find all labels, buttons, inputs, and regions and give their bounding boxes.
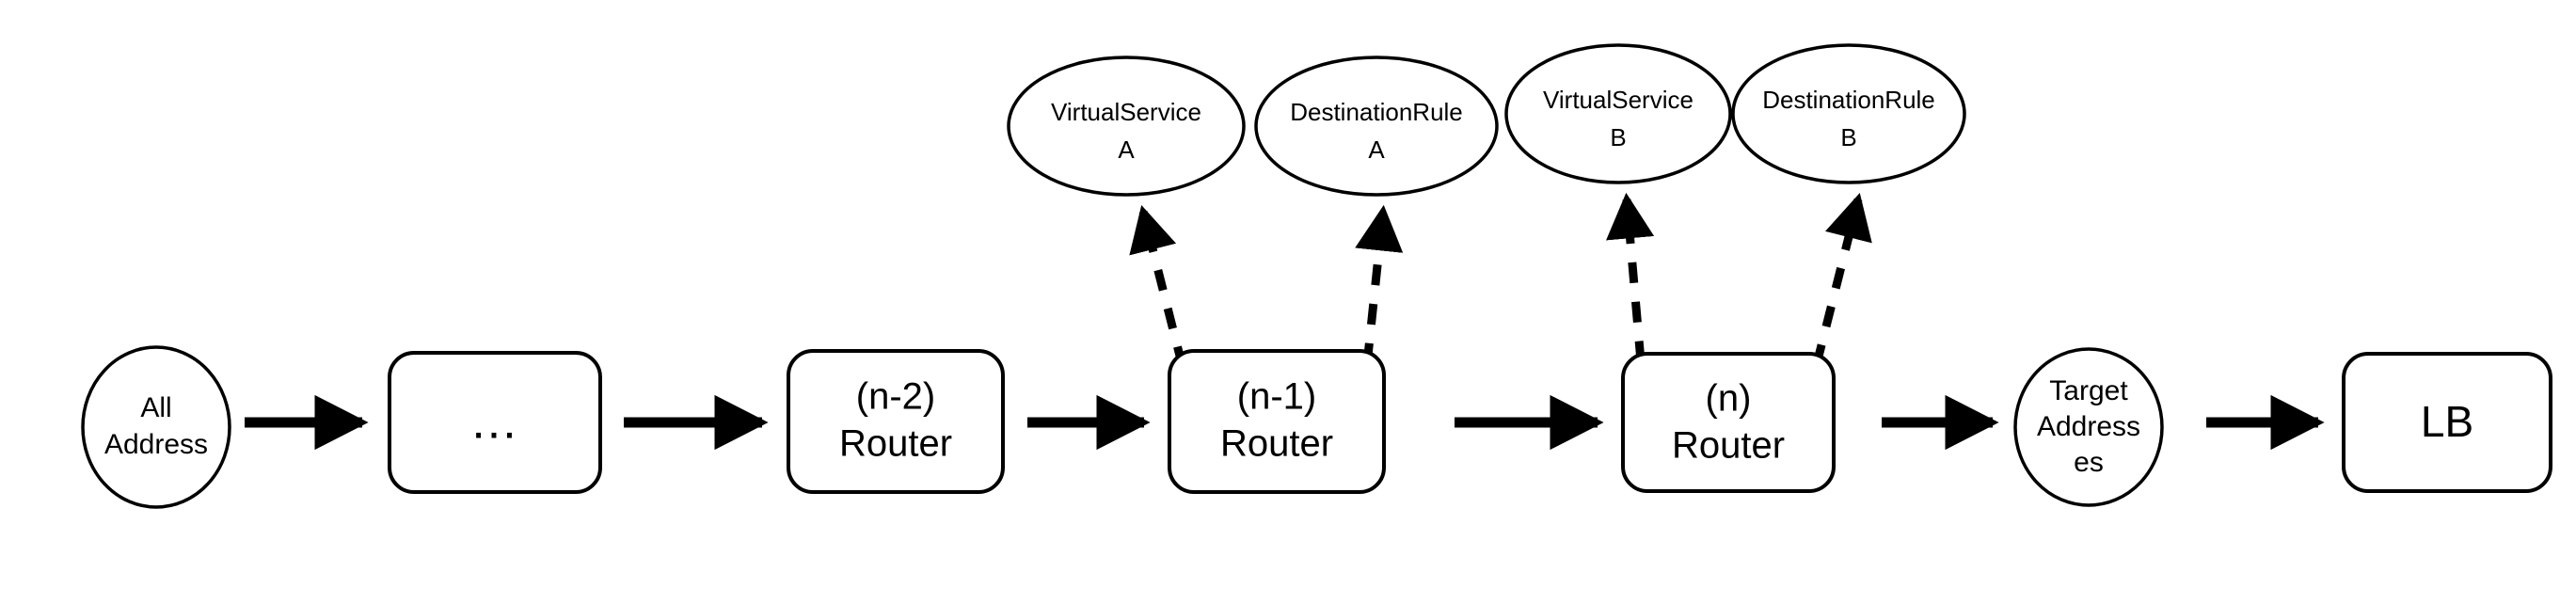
router-n-rect[interactable] <box>1621 352 1836 493</box>
virtualservice-b-label-line2: B <box>1610 123 1626 151</box>
node-router-n[interactable]: (n) Router <box>1621 352 1836 493</box>
node-router-n-minus-1[interactable]: (n-1) Router <box>1168 349 1386 494</box>
target-addresses-ellipse[interactable] <box>2013 347 2164 507</box>
router-n-minus-1-label-line1: (n-1) <box>1237 376 1316 418</box>
virtualservice-a-label-line1: VirtualService <box>1051 98 1201 126</box>
target-addresses-label-line3: es <box>2074 447 2104 478</box>
node-lb[interactable]: LB <box>2342 352 2552 493</box>
all-address-ellipse[interactable] <box>81 345 231 509</box>
ellipsis-box-label: ... <box>471 395 517 450</box>
virtualservice-b-label-line1: VirtualService <box>1543 86 1693 114</box>
node-destinationrule-b[interactable]: DestinationRule B <box>1731 43 1966 184</box>
router-n-minus-2-rect[interactable] <box>787 349 1005 494</box>
all-address-label-line2: Address <box>104 429 208 460</box>
router-n-minus-1-rect[interactable] <box>1168 349 1386 494</box>
target-addresses-label-line1: Target <box>2049 375 2128 406</box>
node-ellipsis-box[interactable]: ... <box>388 351 602 494</box>
node-all-address[interactable]: All Address <box>81 345 231 509</box>
node-router-n-minus-2[interactable]: (n-2) Router <box>787 349 1005 494</box>
router-n-label-line1: (n) <box>1706 378 1752 420</box>
node-destinationrule-a[interactable]: DestinationRule A <box>1254 56 1499 197</box>
virtualservice-b-ellipse[interactable] <box>1504 43 1732 184</box>
target-addresses-label-line2: Address <box>2037 411 2140 442</box>
destinationrule-b-label-line2: B <box>1840 123 1856 151</box>
router-n-label-line2: Router <box>1672 425 1785 467</box>
ellipsis-box-rect[interactable] <box>388 351 602 494</box>
lb-label: LB <box>2421 397 2473 446</box>
router-n-minus-2-label-line1: (n-2) <box>856 376 935 418</box>
router-n-minus-1-label-line2: Router <box>1220 423 1333 465</box>
destinationrule-b-label-line1: DestinationRule <box>1762 86 1935 114</box>
node-virtualservice-a[interactable]: VirtualService A <box>1007 56 1246 197</box>
virtualservice-a-label-line2: A <box>1118 135 1135 164</box>
destinationrule-a-ellipse[interactable] <box>1254 56 1499 197</box>
destinationrule-a-label-line1: DestinationRule <box>1290 98 1463 126</box>
virtualservice-a-ellipse[interactable] <box>1007 56 1246 197</box>
router-n-minus-2-label-line2: Router <box>839 423 952 465</box>
destinationrule-b-ellipse[interactable] <box>1731 43 1966 184</box>
all-address-label-line1: All <box>140 392 171 423</box>
node-virtualservice-b[interactable]: VirtualService B <box>1504 43 1732 184</box>
lb-rect[interactable] <box>2342 352 2552 493</box>
node-target-addresses[interactable]: Target Address es <box>2013 347 2164 507</box>
destinationrule-a-label-line2: A <box>1368 135 1385 164</box>
